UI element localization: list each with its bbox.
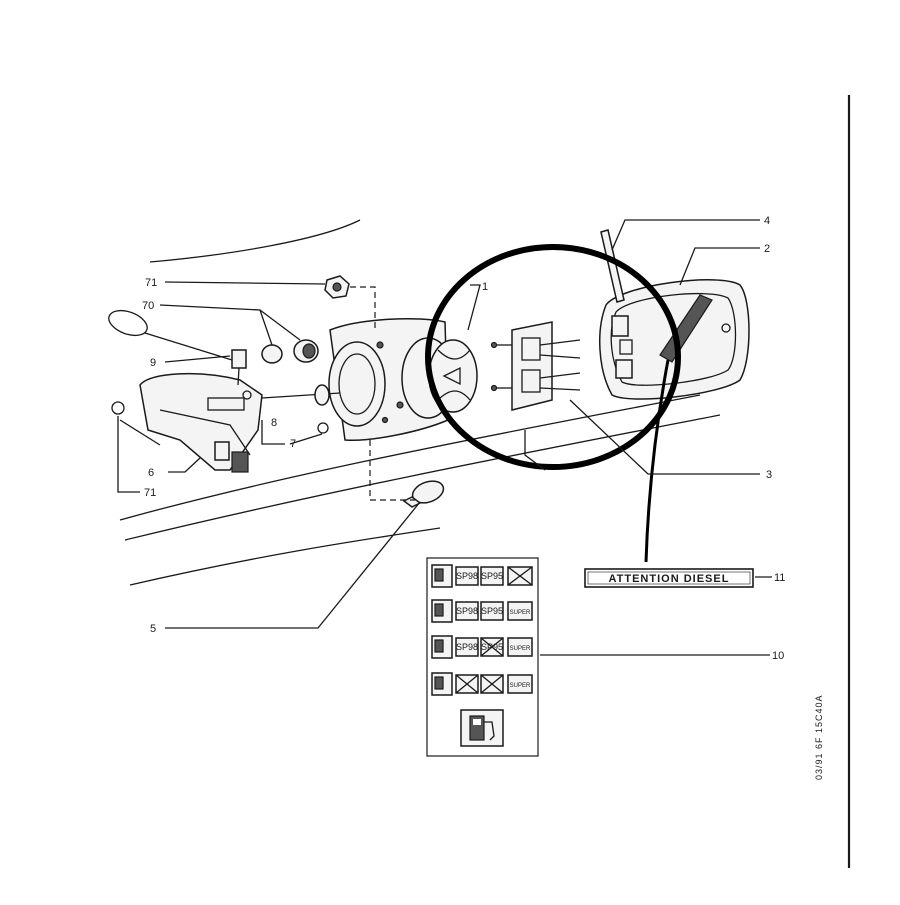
push-rod bbox=[261, 384, 341, 434]
warning-label-text: ATTENTION DIESEL bbox=[609, 573, 730, 585]
callout-71-bottom: 71 bbox=[144, 487, 156, 499]
fuel-type-table: SP98 SP95 SP98 SP95 SUPER SP98 SP95 SU bbox=[426, 557, 539, 757]
lock-assembly bbox=[139, 372, 263, 473]
callout-1: 1 bbox=[482, 281, 488, 293]
cell-r2-c1: SP98 bbox=[456, 606, 478, 616]
table-row: SP98 SP95 bbox=[431, 564, 533, 588]
callout-4: 4 bbox=[764, 215, 770, 227]
table-row: SP98 SP95 SUPER bbox=[431, 599, 533, 623]
document-code: 03/91 6F 15C40A bbox=[814, 694, 824, 780]
release-handle bbox=[108, 309, 247, 386]
rod-pin bbox=[600, 229, 625, 303]
callout-10: 10 bbox=[772, 650, 784, 662]
callout-8: 8 bbox=[271, 417, 277, 429]
callout-5: 5 bbox=[150, 623, 156, 635]
highlight-circle bbox=[425, 244, 681, 470]
callout-9: 9 bbox=[150, 357, 156, 369]
callout-numbers: 71 70 9 8 7 6 71 5 1 4 2 3 11 10 bbox=[142, 215, 785, 662]
table-row: SUPER bbox=[431, 672, 533, 696]
cell-r3-c3: SUPER bbox=[510, 646, 531, 652]
grommets bbox=[261, 339, 319, 364]
cell-r1-c1: SP98 bbox=[456, 571, 478, 581]
cell-r2-c2: SP95 bbox=[481, 606, 503, 616]
cell-r2-c3: SUPER bbox=[510, 610, 531, 616]
clip-ring bbox=[111, 401, 125, 415]
callout-3: 3 bbox=[766, 469, 772, 481]
mounting-bracket bbox=[490, 321, 581, 411]
bolt bbox=[402, 480, 445, 508]
fuel-pump-icon bbox=[460, 709, 504, 747]
drain-cable bbox=[644, 359, 670, 563]
leader-lines bbox=[117, 219, 772, 656]
cell-r1-c2: SP95 bbox=[481, 571, 503, 581]
nut-top bbox=[324, 275, 350, 299]
callout-11: 11 bbox=[774, 572, 785, 584]
attention-diesel-label: ATTENTION DIESEL bbox=[584, 568, 754, 588]
cell-r4-c3: SUPER bbox=[510, 683, 531, 689]
callout-71-top: 71 bbox=[145, 277, 157, 289]
cell-r3-c1: SP98 bbox=[456, 642, 478, 652]
callout-6: 6 bbox=[148, 467, 154, 479]
alignment-dashes bbox=[350, 286, 415, 501]
callout-70: 70 bbox=[142, 300, 154, 312]
callout-7: 7 bbox=[290, 438, 296, 450]
table-row: SP98 SP95 SUPER bbox=[431, 635, 533, 659]
callout-2: 2 bbox=[764, 243, 770, 255]
